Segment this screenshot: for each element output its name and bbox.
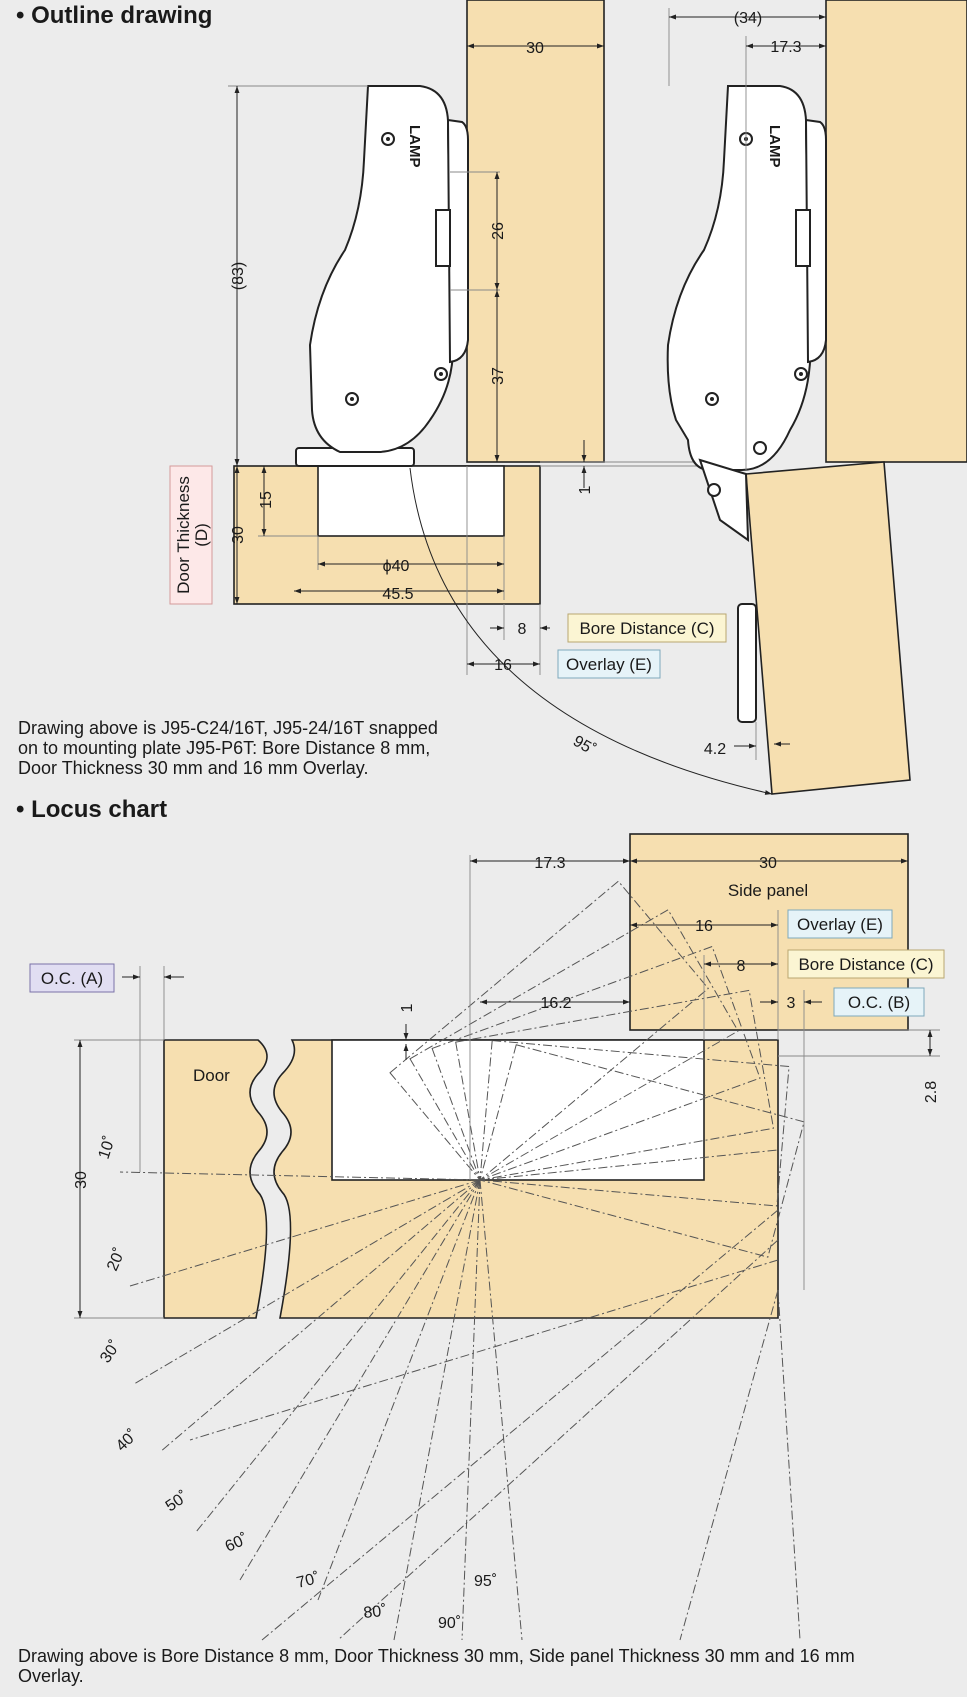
mounting-plate-right [804,118,827,364]
dim-label: 95˚ [570,733,599,759]
dim-label: 30 [526,40,544,57]
door-thickness-code: (D) [192,523,211,547]
rivet-icon [707,483,721,497]
angle-label: 20˚ [104,1246,129,1274]
dim-label: 1 [399,1003,416,1012]
hinge-link-right [698,458,750,542]
dim-label: 8 [737,958,746,975]
angle-label: 60˚ [223,1531,251,1556]
door-text: Door [193,1066,230,1085]
hinge-screw-slot-right [795,209,811,267]
dim-label: 4.2 [704,741,726,758]
side-panel-left [466,0,605,463]
mounting-plate-left [446,118,469,364]
oc-a-text: O.C. (A) [41,969,103,988]
locus-overlay-text: Overlay (E) [797,915,883,934]
angle-label: 50˚ [163,1488,192,1515]
dim-label: (34) [734,10,762,27]
outline-caption: Drawing above is J95-C24/16T, J95-24/16T… [18,718,438,778]
locus-bore-distance-tag [787,949,945,979]
dim-label: 26 [490,222,507,240]
oc-b-tag [833,987,925,1017]
locus-door-left [163,1039,268,1319]
overlay-tag [557,649,661,679]
locus-rays [119,1149,801,1641]
dim-label: 1 [577,485,594,494]
locus-bore-distance-text: Bore Distance (C) [798,955,933,974]
angle-label: 95˚ [474,1573,497,1590]
hinge-cup-open [737,603,757,723]
locus-overlay-tag [787,909,893,939]
oc-b-text: O.C. (B) [848,993,910,1012]
dim-label: 30 [759,855,777,872]
overlay-text: Overlay (E) [566,655,652,674]
caption-line: Drawing above is Bore Distance 8 mm, Doo… [18,1646,855,1666]
side-panel-text: Side panel [728,881,808,900]
door-open [745,461,911,795]
bore-distance-tag [567,613,727,643]
locus-caption: Drawing above is Bore Distance 8 mm, Doo… [18,1646,855,1686]
dim-label: 8 [518,621,527,638]
lamp-logo: LAMP [406,125,423,168]
dim-label: 16.2 [540,995,571,1012]
dim-label: 2.8 [923,1081,940,1103]
hinge-screw-slot-left [435,209,451,267]
hinge-arm-right [666,85,812,471]
angle-label: 80˚ [363,1603,388,1622]
locus-cup-bore [331,1039,705,1181]
outline-heading: • Outline drawing [16,2,213,29]
dim-label: 30 [73,1171,90,1189]
dim-label: 17.3 [770,39,801,56]
bore-distance-text: Bore Distance (C) [579,619,714,638]
rivet-icon [753,441,767,455]
lamp-logo: LAMP [766,125,783,168]
locus-chart: Side panel Door [29,833,945,1641]
angle-label: 90˚ [438,1615,461,1632]
dim-label: ϕ40 [383,558,410,575]
angle-label: 30˚ [97,1338,124,1367]
dim-label: 45.5 [382,586,413,603]
dim-label: 30 [230,526,247,544]
locus-heading: • Locus chart [16,796,168,823]
locus-sweep [389,880,805,1258]
dim-label: (83) [230,262,247,290]
dim-label: 16 [494,657,512,674]
angle-label: 70˚ [295,1570,322,1592]
dim-label: 16 [695,918,713,935]
dim-label: 3 [787,995,796,1012]
outline-drawing: LAMP 30 (83) 26 37 1 15 30 Door Thicknes… [169,0,967,795]
dim-label: 37 [490,367,507,385]
caption-line: Door Thickness 30 mm and 16 mm Overlay. [18,758,369,778]
caption-line: on to mounting plate J95-P6T: Bore Dista… [18,738,431,758]
angle-label: 10˚ [96,1134,119,1161]
caption-line: Overlay. [18,1666,84,1686]
dim-label: 17.3 [534,855,565,872]
oc-a-tag [29,963,115,993]
side-panel-right [825,0,967,463]
caption-line: Drawing above is J95-C24/16T, J95-24/16T… [18,718,438,738]
door-thickness-label [169,465,213,605]
dim-label: 15 [258,491,275,509]
angle-label: 40˚ [113,1427,141,1455]
door-thickness-text: Door Thickness [174,476,193,594]
